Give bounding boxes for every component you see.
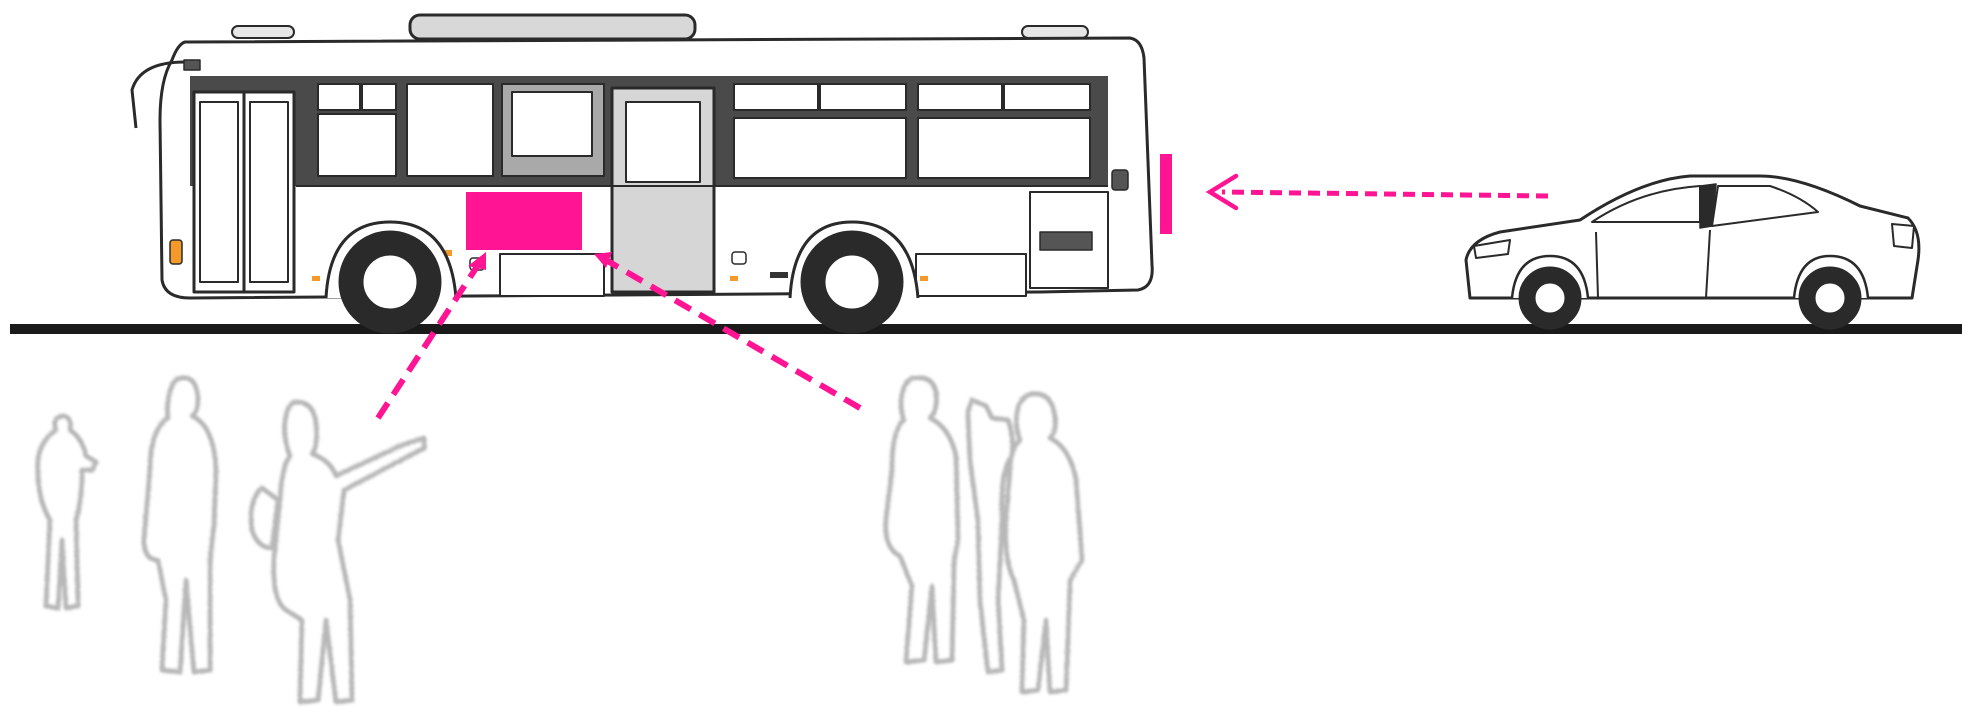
person-silhouette: [141, 375, 219, 675]
bus-window: [917, 83, 1003, 111]
person-silhouette: [35, 413, 99, 611]
bus-wheel-front: [338, 230, 442, 334]
bus-window: [406, 83, 494, 177]
bus-window: [1003, 83, 1091, 111]
bus-window: [733, 83, 819, 111]
car-window-rear: [1711, 185, 1819, 227]
bus-window: [733, 117, 907, 179]
car-taillight: [1891, 223, 1915, 249]
side-display-icon: [466, 192, 582, 250]
car-wheel-front: [1518, 266, 1582, 330]
car-headlight: [1473, 239, 1511, 259]
person-silhouette: [883, 375, 961, 665]
bus-wheel-rear: [800, 230, 904, 334]
car-icon: [1464, 174, 1921, 330]
ground-line: [10, 324, 1962, 334]
bus-window: [819, 83, 907, 111]
sightline-arrow-left-people: [375, 252, 486, 420]
bus-front-lamp: [169, 239, 183, 265]
bus-roof-vent-rear: [1021, 25, 1089, 39]
bus-rear-light: [1111, 169, 1129, 191]
sightline-arrow-right-people: [594, 252, 862, 411]
person-silhouette: [1003, 391, 1085, 695]
bus-lower-panel: [915, 253, 1027, 297]
people-group-icon: [35, 375, 427, 705]
bus-rear-grille: [1039, 231, 1093, 251]
person-silhouette: [271, 399, 427, 705]
bus-lower-panel: [499, 253, 605, 297]
bus-window: [917, 117, 1091, 179]
people-group-icon: [883, 375, 1085, 695]
car-wheel-rear: [1798, 266, 1862, 330]
bus-window: [317, 113, 397, 177]
bus-window: [361, 83, 397, 111]
bus-mirror: [130, 60, 186, 129]
bus-window: [317, 83, 361, 111]
rear-display-icon: [1160, 154, 1172, 234]
sightline-arrow-car: [1205, 173, 1549, 211]
bus-roof-unit: [408, 13, 697, 41]
bus-grey-panel-window: [511, 91, 593, 157]
bus-icon: [130, 13, 1154, 334]
bus-roof-vent-front: [231, 25, 295, 39]
